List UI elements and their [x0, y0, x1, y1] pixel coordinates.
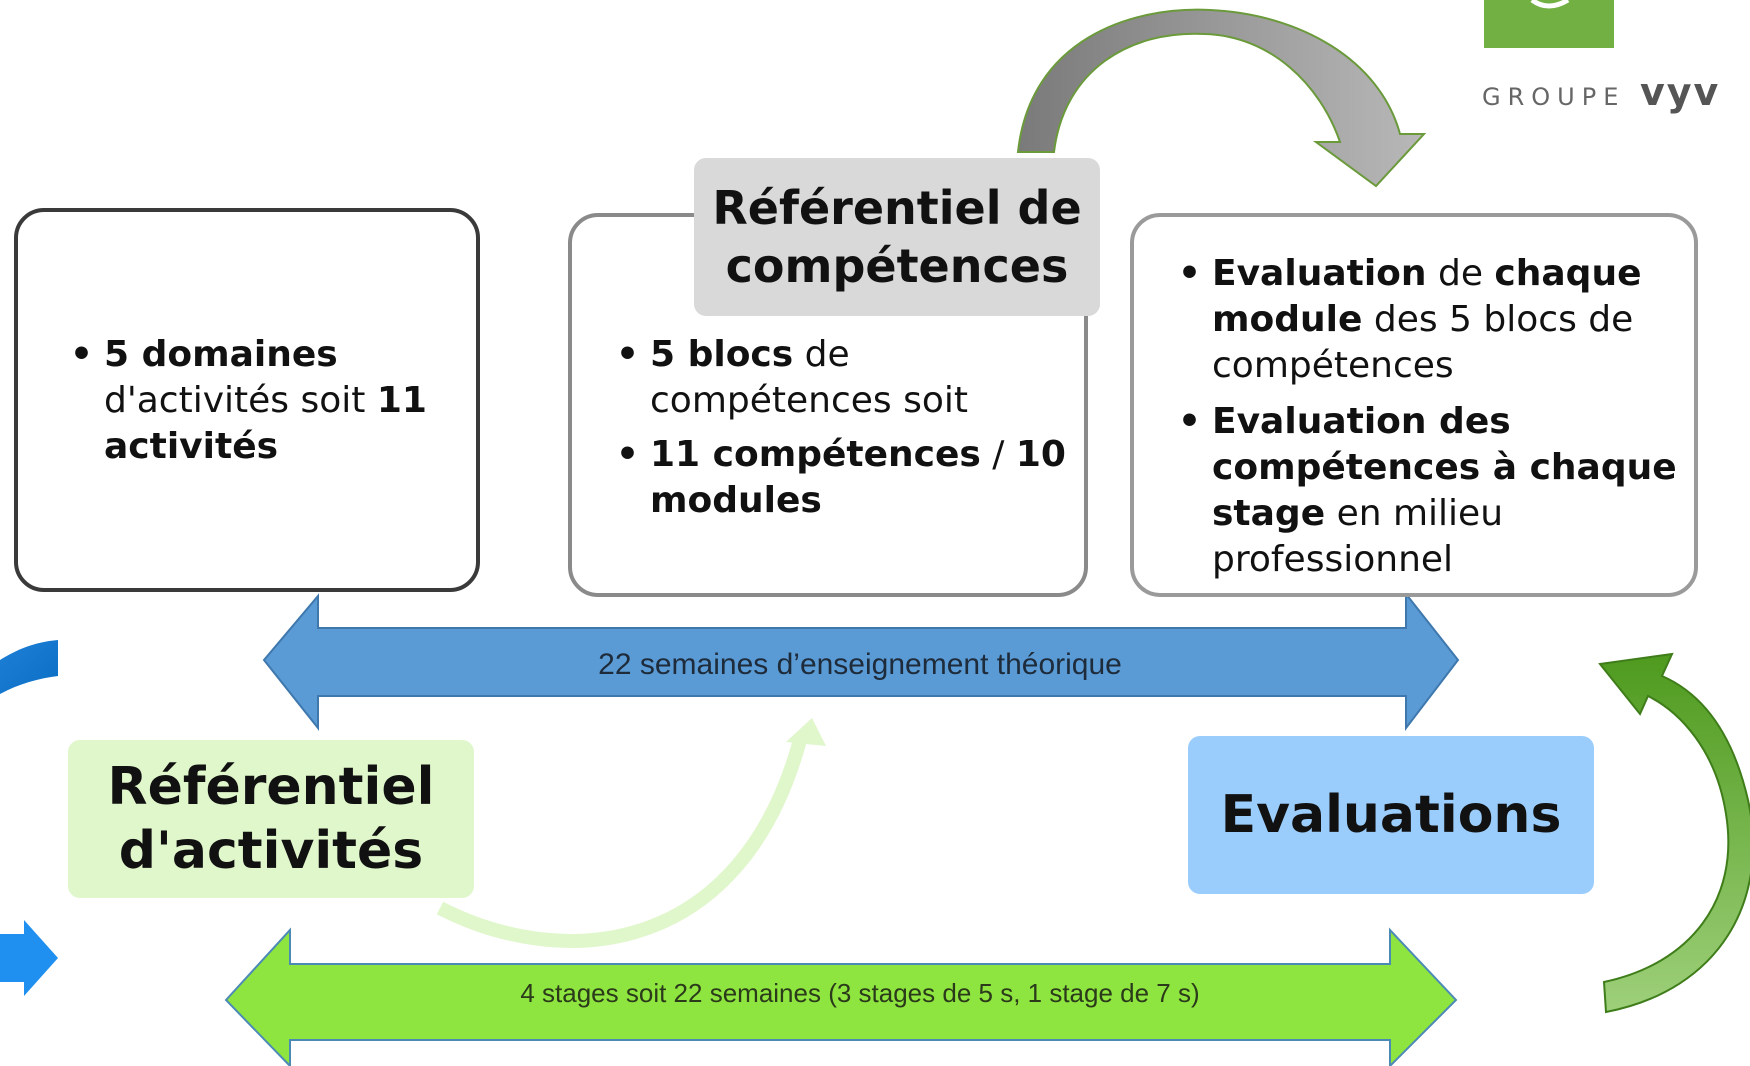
label-stages: 4 stages soit 22 semaines (3 stages de 5… — [520, 978, 1200, 1008]
competences-bullet-list: 5 blocs de compétences soit 11 compétenc… — [614, 332, 1100, 532]
evaluations-bullet: Evaluation de chaque module des 5 blocs … — [1178, 251, 1712, 389]
logo-groupe-vyv: GROUPE vyv — [1482, 70, 1720, 114]
card-referentiel-activites: 5 domaines d'activités soit 11 activités — [14, 208, 480, 592]
card-evaluations-detail: Evaluation de chaque module des 5 blocs … — [1130, 213, 1698, 597]
curved-arrow-lightgreen-head — [786, 718, 826, 746]
evaluations-bullet: Evaluation des compétences à chaque stag… — [1178, 399, 1712, 583]
curved-arrow-lightgreen — [436, 738, 807, 948]
logo-group-text: GROUPE — [1482, 83, 1626, 111]
label-enseignement-theorique: 22 semaines d’enseignement théorique — [598, 648, 1122, 681]
logo-brand-text: vyv — [1640, 70, 1721, 114]
title-referentiel-activites: Référentiel d'activités — [68, 740, 474, 898]
competences-bullet: 5 blocs de compétences soit — [616, 332, 1100, 424]
logo-swoosh — [1530, 0, 1570, 9]
evaluations-bullet-list: Evaluation de chaque module des 5 blocs … — [1176, 251, 1712, 593]
double-arrow-theorie — [262, 591, 1460, 731]
curved-arrow-green-right — [1598, 652, 1750, 1014]
curved-arrow-blue-left-top — [0, 640, 58, 694]
activites-bullet-list: 5 domaines d'activités soit 11 activités — [68, 332, 504, 478]
double-arrow-stages — [224, 927, 1458, 1066]
arrow-blue-left-bottom — [0, 920, 58, 996]
competences-bullet: 11 compétences / 10 modules — [616, 432, 1100, 524]
title-referentiel-competences: Référentiel de compétences — [694, 158, 1100, 316]
curved-arrow-grey — [1016, 8, 1427, 188]
title-evaluations: Evaluations — [1188, 736, 1594, 894]
activites-bullet: 5 domaines d'activités soit 11 activités — [70, 332, 504, 470]
